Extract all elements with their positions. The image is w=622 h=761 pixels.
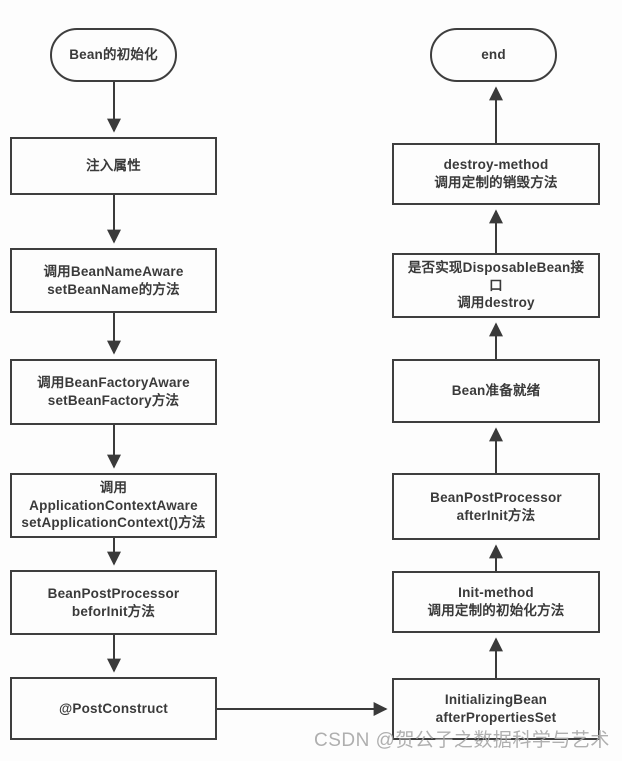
node-after-init: BeanPostProcessor afterInit方法 [392,473,600,540]
node-bean-name-aware: 调用BeanNameAware setBeanName的方法 [10,248,217,313]
node-before-init: BeanPostProcessor beforInit方法 [10,570,217,635]
node-destroy-method: destroy-method 调用定制的销毁方法 [392,143,600,205]
node-start: Bean的初始化 [50,28,177,82]
node-init-method: Init-method 调用定制的初始化方法 [392,571,600,633]
node-post-construct: @PostConstruct [10,677,217,740]
node-inject-properties: 注入属性 [10,137,217,195]
csdn-watermark: CSDN @贺公子之数据科学与艺术 [314,730,610,751]
node-initializing-bean: InitializingBean afterPropertiesSet [392,678,600,740]
node-application-context-aware: 调用 ApplicationContextAware setApplicatio… [10,473,217,538]
node-end: end [430,28,557,82]
node-bean-ready: Bean准备就绪 [392,359,600,423]
node-bean-factory-aware: 调用BeanFactoryAware setBeanFactory方法 [10,359,217,425]
node-disposable-bean: 是否实现DisposableBean接 口 调用destroy [392,253,600,318]
